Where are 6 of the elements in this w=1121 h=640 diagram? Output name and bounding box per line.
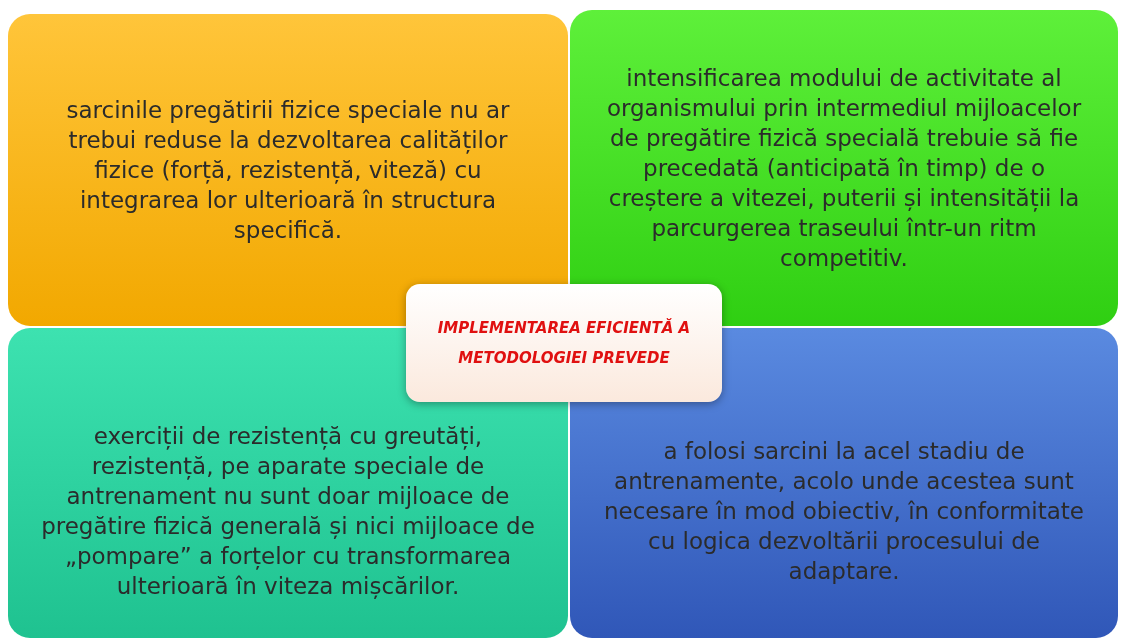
body-text: a folosi sarcini la acel stadiu de antrenamente, acolo unde acestea sunt necesare în mod obiectiv, în conformitate cu logica dezvoltării procesului de adaptare.	[602, 437, 1085, 586]
heading-text: IMPLEMENTAREA EFICIENTĂ A METODOLOGIEI PREVEDE	[436, 317, 692, 369]
center-box	[406, 284, 722, 402]
body-text: exerciții de rezistență cu greutăți, rezistență, pe aparate speciale de antrenament nu sunt doar mijloace de pregătire fizică generală și nici mijloace de „pompare” a forțelor cu transformarea ulterioară în viteza mișcărilor.	[40, 422, 536, 601]
body-text: sarcinile pregătirii fizice speciale nu ar trebui reduse la dezvoltarea calităților fizice (forță, rezistență, viteză) cu integrarea lor ulterioară în structura specifică.	[65, 96, 511, 245]
body-text: intensificarea modului de activitate al organismului prin intermediul mijloacelor de pregătire fizică specială trebuie să fie precedată (anticipată în timp) de o creștere a vitezei, puterii și intensității la parcurgerea traseului într-un ritm competitiv.	[605, 64, 1083, 273]
